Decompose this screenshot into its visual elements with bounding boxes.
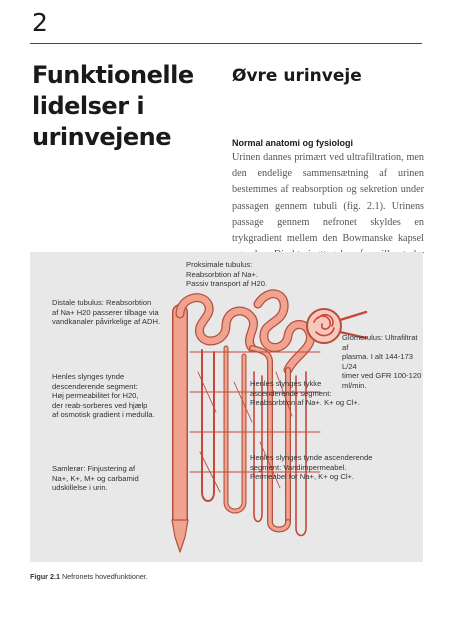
- henle-loop-2: [223, 345, 247, 514]
- label-thin-descending: Henles slynges tynde descenderende segme…: [52, 372, 155, 420]
- caption-text: Nefronets hovedfunktioner.: [61, 572, 148, 581]
- bowman-capsule: [306, 308, 342, 344]
- nephron-diagram: [171, 289, 368, 553]
- figure-caption: Figur 2.1 Nefronets hovedfunktioner.: [30, 572, 148, 581]
- caption-number: Figur 2.1: [30, 572, 60, 581]
- chapter-rule: [30, 43, 422, 44]
- nephron-figure: Proksimale tubulus: Reabsorbtion af Na+.…: [30, 252, 423, 562]
- label-proximal-tubule: Proksimale tubulus: Reabsorbtion af Na+.…: [186, 260, 268, 289]
- glomerulus-capillaries: [313, 313, 335, 337]
- subheading: Normal anatomi og fysiologi: [232, 138, 354, 148]
- papilla-tip: [171, 519, 189, 553]
- label-thin-ascending: Henles slynges tynde ascenderende segmen…: [250, 453, 373, 482]
- section-title: Øvre urinveje: [232, 66, 362, 86]
- chapter-title: Funktionelle lidelser i urinvejene: [32, 61, 194, 151]
- label-distal-tubule: Distale tubulus: Reabsorbtion af Na+ H20…: [52, 298, 161, 327]
- label-glomerulus: Glomerulus: Ultrafiltrat af plasma. I al…: [342, 333, 422, 390]
- vasa-recta: [201, 349, 215, 502]
- label-collecting-duct: Samlerør: Finjustering af Na+, K+, M+ og…: [52, 464, 139, 493]
- afferent-arteriole: [338, 310, 368, 340]
- chapter-number: 2: [32, 8, 48, 37]
- capillary-network: [189, 351, 321, 493]
- label-thick-ascending: Henles slynges tykke ascenderende segmen…: [250, 379, 360, 408]
